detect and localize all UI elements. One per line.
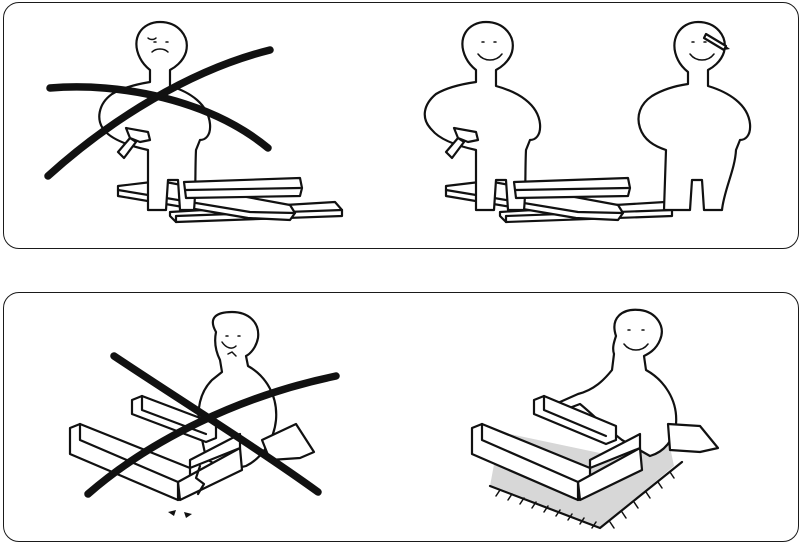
drawer-frame [470, 394, 644, 502]
scene-one-person-assembly [44, 20, 344, 224]
scene-two-person-assembly [423, 20, 752, 224]
hammer-icon [116, 126, 152, 160]
hammer-icon [444, 126, 480, 160]
person-smiling-kneeling [558, 308, 720, 458]
cross-out-mark [84, 352, 340, 498]
pencil-icon [702, 32, 730, 52]
scene-assembly-on-rug [470, 308, 720, 530]
person-worried-kneeling [197, 310, 316, 469]
person-smiling-right [637, 20, 752, 212]
person-smiling-left [423, 20, 542, 212]
cross-out-mark [44, 46, 274, 180]
scene-assembly-on-hard-floor [68, 310, 340, 518]
broken-chips [168, 510, 192, 518]
